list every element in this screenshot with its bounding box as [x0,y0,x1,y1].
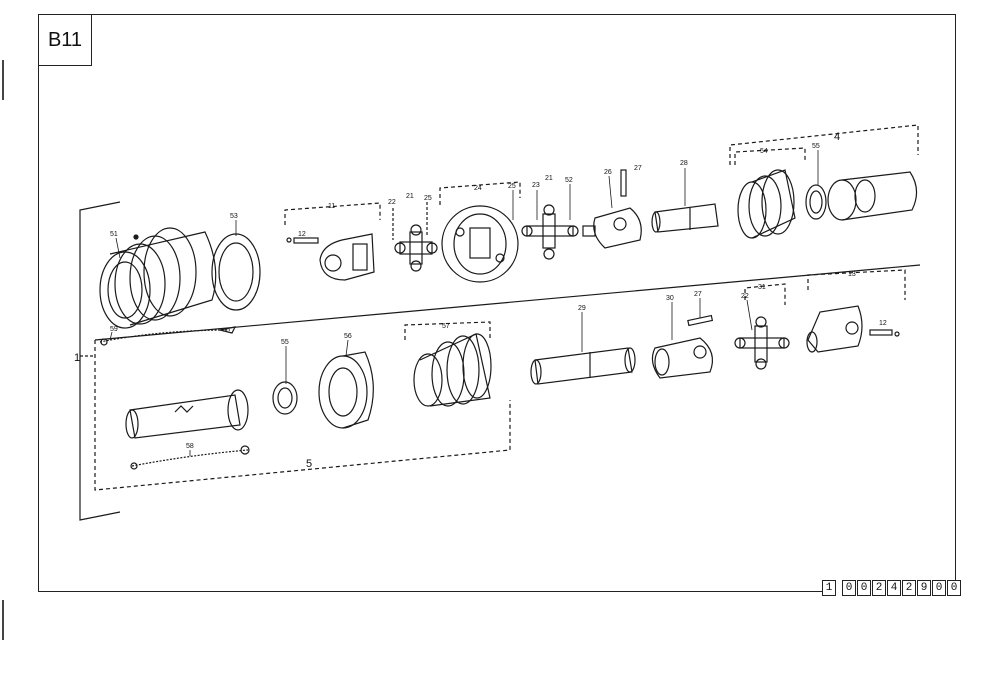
part-59-chain [99,326,237,346]
part-4-guard-tube [827,171,918,221]
callout-labels: 1 4 5 11 12 12 13 21 21 22 22 23 24 25 2… [74,131,887,470]
label-58: 58 [186,443,194,450]
part-24-flange-yoke [441,205,519,283]
part-26-yoke [582,207,642,249]
doc-gap [837,580,841,594]
part-57-bellows [413,333,492,407]
part-21-cross-journal-right [521,204,579,260]
doc-digit: 0 [932,580,946,596]
group-bracket-1 [79,201,121,521]
label-23: 23 [532,182,540,189]
label-22b: 22 [741,293,749,300]
label-21b: 21 [545,175,553,182]
part-outer-tube [125,389,249,439]
group-bracket-24 [439,181,521,205]
label-56: 56 [344,333,352,340]
part-54-bellows [737,169,796,239]
diagram-frame [38,14,956,592]
label-13: 13 [848,271,856,278]
doc-digit: 0 [842,580,856,596]
label-26: 26 [604,169,612,176]
doc-digit: 2 [872,580,886,596]
part-27-pin-upper [620,169,627,197]
part-55-ring-lower [272,381,298,415]
scan-edge-mark [2,600,4,640]
label-57: 57 [442,323,450,330]
part-53-bearing-ring [211,233,261,311]
label-30: 30 [666,295,674,302]
group-bracket-main [94,340,511,491]
label-1: 1 [74,352,80,364]
label-12a: 12 [298,231,306,238]
part-58-chain [130,445,250,470]
doc-digit: 1 [822,580,836,596]
part-30-yoke [651,337,713,379]
group-bracket-57 [404,321,491,340]
doc-digit: 0 [857,580,871,596]
part-29-tube [530,347,636,385]
label-12b: 12 [879,320,887,327]
scan-edge-mark [2,60,4,100]
label-11: 11 [328,203,335,210]
label-21a: 21 [406,193,414,200]
label-54: 54 [760,148,768,155]
part-21-cross-journal-left [392,202,438,272]
label-55a: 55 [812,143,820,150]
label-5: 5 [306,458,312,470]
label-51: 51 [110,231,118,238]
part-51-guard-cone [99,227,217,329]
label-24: 24 [474,185,482,192]
doc-digit: 0 [947,580,961,596]
document-number: 1 0 0 2 4 2 9 0 0 [822,580,961,596]
part-12-bolts-right [869,329,900,337]
doc-digit: 9 [917,580,931,596]
label-29: 29 [578,305,586,312]
label-55b: 55 [281,339,289,346]
leader-lines [109,150,819,456]
doc-digit: 2 [902,580,916,596]
label-59: 59 [110,326,118,333]
part-31-cross-journal [734,316,790,370]
group-bracket-13 [807,269,906,300]
part-27-pin-lower [687,314,714,327]
doc-digit: 4 [887,580,901,596]
group-bracket-4 [729,124,919,165]
label-31: 31 [758,284,766,291]
label-25b: 25 [508,183,516,190]
label-52: 52 [565,177,573,184]
part-11-yoke [319,233,375,281]
label-4: 4 [834,131,840,143]
part-12-bolts-left [286,237,319,244]
group-bracket-11 [284,202,381,225]
label-27a: 27 [634,165,642,172]
part-56-bearing [318,351,374,429]
part-55-ring-upper [805,184,827,220]
label-22a: 22 [388,199,396,206]
label-27b: 27 [694,291,702,298]
part-13-yoke [806,305,863,353]
group-bracket-54 [734,147,806,165]
label-25a: 25 [424,195,432,202]
part-28-inner-tube [651,203,719,233]
label-53: 53 [230,213,238,220]
page-tag: B11 [38,14,92,66]
label-28: 28 [680,160,688,167]
